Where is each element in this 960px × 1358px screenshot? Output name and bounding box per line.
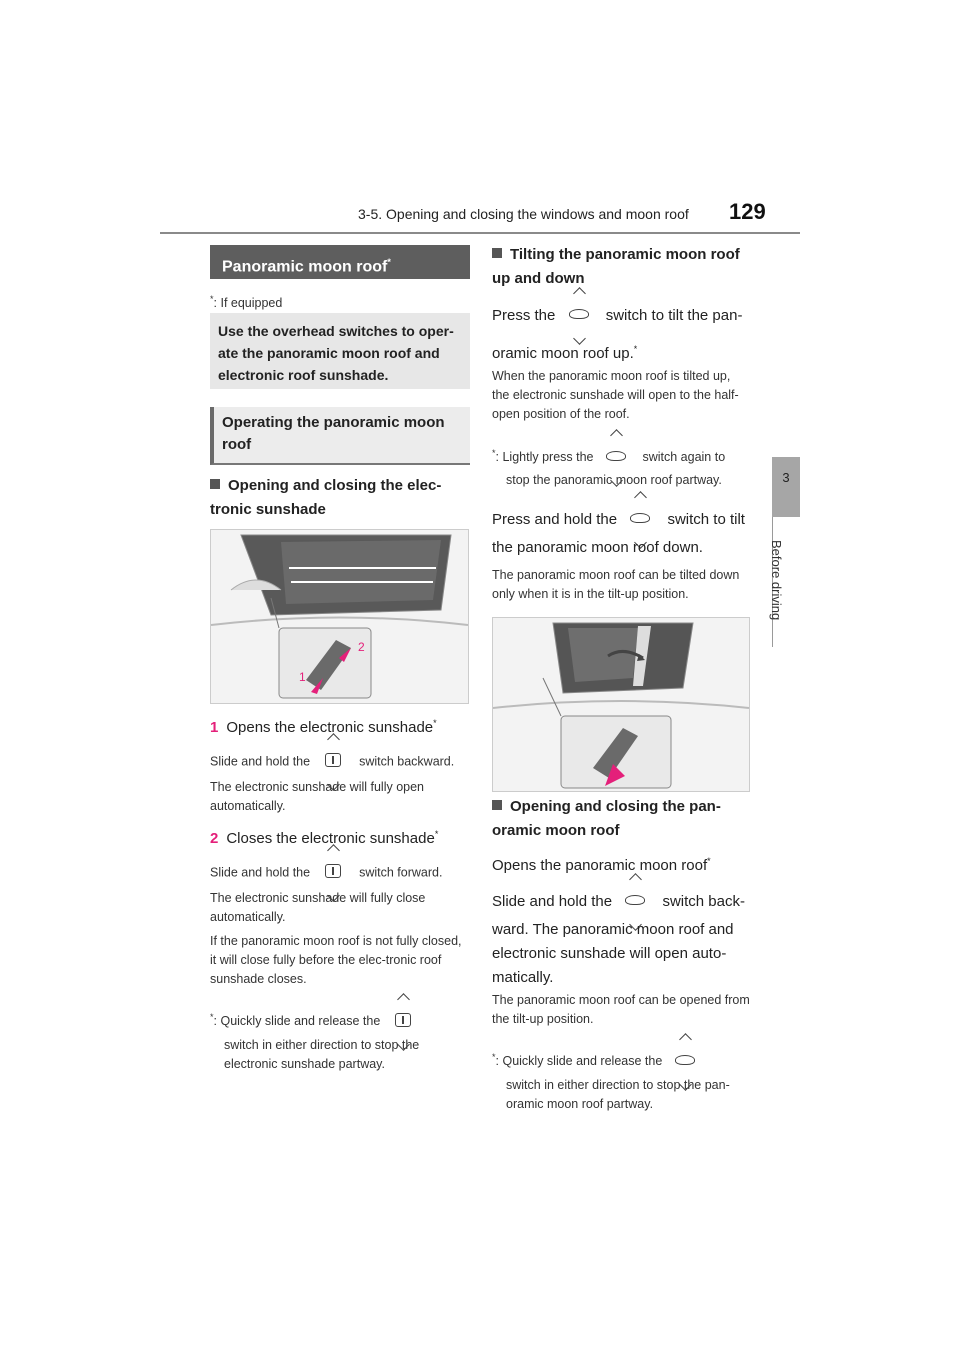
square-bullet-icon xyxy=(492,248,502,258)
moonroof-star-note: *: Quickly slide and release the xyxy=(492,1032,754,1091)
figure-moonroof-tilt xyxy=(492,617,750,792)
open-moonroof-instruction: Slide and hold the switch back- xyxy=(492,873,757,931)
square-bullet-icon xyxy=(492,800,502,810)
topic-open-moonroof: Opening and closing the pan-oramic moon … xyxy=(492,798,721,839)
moonroof-illustration xyxy=(493,618,749,791)
item1-note: The electronic sunshade will fully open … xyxy=(210,780,425,813)
section-title-band: Panoramic moon roof* xyxy=(210,245,470,279)
moonroof-star-note-2: switch in either direction to stop the p… xyxy=(506,1078,730,1111)
tilt-up-note: When the panoramic moon roof is tilted u… xyxy=(492,369,739,421)
figure-label-2: 2 xyxy=(358,640,365,654)
topic-tilt: Tilting the panoramic moon roof up and d… xyxy=(492,246,740,287)
tilt-down-instruction: Press and hold the switch to tilt xyxy=(492,491,757,549)
item1-instruction: Slide and hold the switch backward. xyxy=(210,733,470,791)
sunshade-star-note-2: switch in either direction to stop the e… xyxy=(224,1038,420,1071)
sunshade-illustration xyxy=(211,530,468,703)
tilt-star-note-2: stop the panoramic moon roof partway. xyxy=(506,473,722,487)
chapter-tab xyxy=(772,457,800,517)
moonroof-switch-icon xyxy=(624,873,650,931)
tilt-up-instruction: Press the switch to tilt the pan- xyxy=(492,287,757,345)
moonroof-switch-icon xyxy=(605,428,631,487)
item2-note: The electronic sunshade will fully close… xyxy=(210,891,426,924)
item2-note-2: If the panoramic moon roof is not fully … xyxy=(210,934,462,986)
sunshade-switch-icon xyxy=(322,844,348,902)
moonroof-switch-icon xyxy=(629,491,655,549)
chapter-divider xyxy=(772,517,773,647)
subsection-title: Operating the panoramic moon roof xyxy=(210,407,470,465)
chapter-number: 3 xyxy=(782,470,790,485)
tilt-up-instruction-2: oramic moon roof up.* xyxy=(492,344,638,362)
open-moonroof-heading: Opens the panoramic moon roof* xyxy=(492,856,711,874)
tilt-star-note: *: Lightly press the switch again to xyxy=(492,428,754,487)
figure-label-1: 1 xyxy=(299,670,306,684)
header-divider xyxy=(160,232,800,234)
chapter-label: Before driving xyxy=(769,540,784,621)
page-number: 129 xyxy=(729,199,766,224)
sunshade-switch-icon xyxy=(392,992,418,1051)
moonroof-switch-icon xyxy=(674,1032,700,1091)
if-equipped-note: *: If equipped xyxy=(210,294,283,311)
sunshade-switch-icon xyxy=(322,733,348,791)
item2-instruction: Slide and hold the switch forward. xyxy=(210,844,470,902)
open-moonroof-instruction-2: ward. The panoramic moon roof and electr… xyxy=(492,921,734,986)
figure-sunshade: 2 1 xyxy=(210,529,469,704)
open-moonroof-note: The panoramic moon roof can be opened fr… xyxy=(492,993,750,1026)
section-header-title: 3-5. Opening and closing the windows and… xyxy=(358,206,689,222)
sunshade-star-note: *: Quickly slide and release the xyxy=(210,992,470,1051)
tilt-down-instruction-2: the panoramic moon roof down. xyxy=(492,539,703,556)
moonroof-switch-icon xyxy=(568,287,594,345)
topic-sunshade: Opening and closing the elec-tronic suns… xyxy=(210,477,442,518)
square-bullet-icon xyxy=(210,479,220,489)
intro-box: Use the overhead switches to oper-ate th… xyxy=(210,313,470,389)
tilt-down-note: The panoramic moon roof can be tilted do… xyxy=(492,568,740,601)
